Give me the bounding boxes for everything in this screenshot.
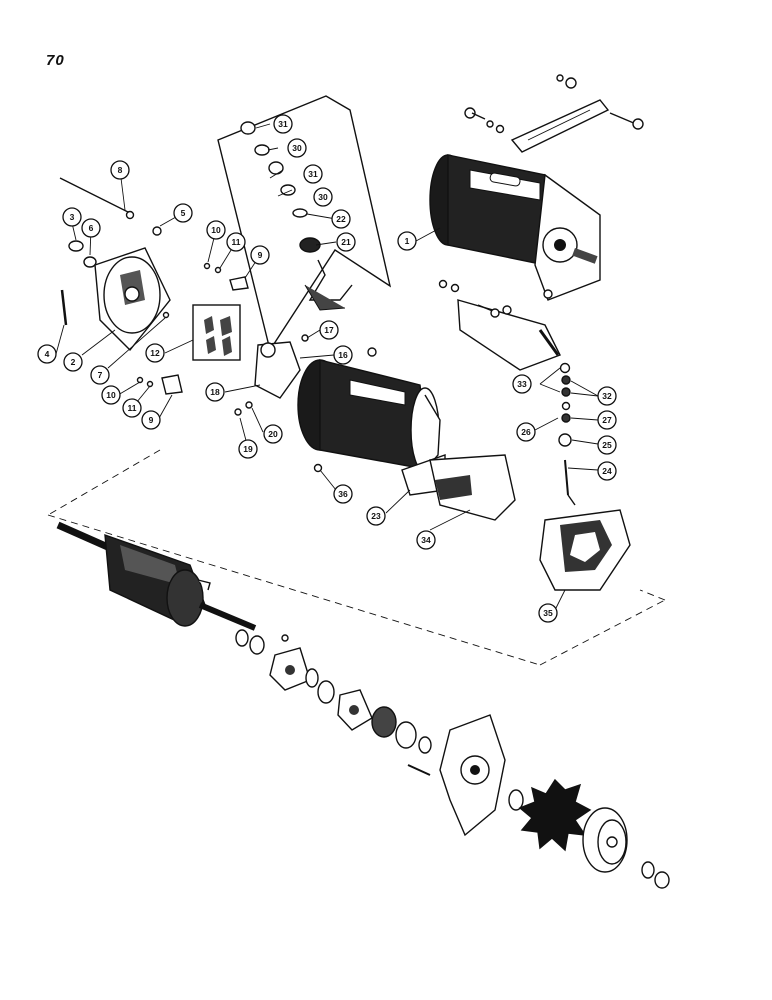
drive-end-frame — [407, 714, 506, 837]
callout-6: 6 — [81, 218, 101, 238]
callout-20: 20 — [263, 424, 283, 444]
callout-7: 7 — [90, 365, 110, 385]
callout-31b: 31 — [303, 164, 323, 184]
svg-text:25: 25 — [602, 440, 612, 450]
callout-23: 23 — [366, 506, 386, 526]
callout-9a: 9 — [250, 245, 270, 265]
svg-text:12: 12 — [150, 348, 160, 358]
terminal-hardware — [558, 362, 572, 496]
assembly-guide-dashed — [47, 449, 666, 666]
svg-text:10: 10 — [106, 390, 116, 400]
callout-18: 18 — [205, 382, 225, 402]
mounting-bracket-top — [464, 74, 644, 153]
field-frame — [297, 359, 441, 473]
svg-text:3: 3 — [70, 212, 75, 222]
callout-21: 21 — [336, 232, 356, 252]
callout-17: 17 — [319, 320, 339, 340]
mounting-bracket-bottom — [438, 279, 561, 371]
callout-2: 2 — [63, 352, 83, 372]
brush-holder-parts — [136, 262, 377, 416]
callout-25: 25 — [597, 435, 617, 455]
field-coil — [539, 494, 631, 591]
callout-32: 32 — [597, 386, 617, 406]
svg-text:2: 2 — [71, 357, 76, 367]
svg-text:33: 33 — [517, 379, 527, 389]
callout-22: 22 — [331, 209, 351, 229]
callout-26: 26 — [516, 422, 536, 442]
pole-shoes — [313, 454, 516, 521]
svg-text:20: 20 — [268, 429, 278, 439]
svg-text:30: 30 — [318, 192, 328, 202]
svg-text:18: 18 — [210, 387, 220, 397]
svg-text:19: 19 — [243, 444, 253, 454]
callout-30a: 30 — [287, 138, 307, 158]
callout-27: 27 — [597, 410, 617, 430]
callout-30b: 30 — [313, 187, 333, 207]
callout-34: 34 — [416, 530, 436, 550]
svg-text:10: 10 — [211, 225, 221, 235]
svg-text:9: 9 — [258, 250, 263, 260]
svg-text:26: 26 — [521, 427, 531, 437]
svg-text:27: 27 — [602, 415, 612, 425]
svg-text:1: 1 — [405, 236, 410, 246]
svg-text:31: 31 — [308, 169, 318, 179]
svg-text:6: 6 — [89, 223, 94, 233]
callout-16: 16 — [333, 345, 353, 365]
svg-text:31: 31 — [278, 119, 288, 129]
armature — [56, 521, 257, 631]
svg-text:11: 11 — [232, 237, 241, 247]
generator-assembly — [429, 154, 601, 301]
page-number: 70 — [46, 52, 65, 69]
svg-text:16: 16 — [338, 350, 348, 360]
callout-10b: 10 — [101, 385, 121, 405]
callout-19: 19 — [238, 439, 258, 459]
callout-3: 3 — [62, 207, 82, 227]
svg-text:32: 32 — [602, 391, 612, 401]
svg-text:24: 24 — [602, 466, 612, 476]
callout-4: 4 — [37, 344, 57, 364]
callout-12: 12 — [145, 343, 165, 363]
svg-text:21: 21 — [341, 237, 351, 247]
fan-and-pulley — [508, 778, 670, 889]
svg-text:36: 36 — [338, 489, 348, 499]
svg-text:7: 7 — [98, 370, 103, 380]
svg-text:34: 34 — [421, 535, 431, 545]
callout-35: 35 — [538, 603, 558, 623]
callout-36: 36 — [333, 484, 353, 504]
callout-33: 33 — [512, 374, 532, 394]
callout-11b: 11 — [122, 398, 142, 418]
svg-text:30: 30 — [292, 143, 302, 153]
callout-5: 5 — [173, 203, 193, 223]
callout-31a: 31 — [273, 114, 293, 134]
callout-10a: 10 — [206, 220, 226, 240]
svg-text:35: 35 — [543, 608, 553, 618]
callout-24: 24 — [597, 461, 617, 481]
callout-8: 8 — [110, 160, 130, 180]
brush-set-box — [192, 304, 241, 361]
svg-text:17: 17 — [324, 325, 334, 335]
callout-9b: 9 — [141, 410, 161, 430]
svg-text:5: 5 — [181, 208, 186, 218]
commutator-end-frame — [59, 177, 171, 352]
svg-text:22: 22 — [336, 214, 346, 224]
callout-1: 1 — [397, 231, 417, 251]
svg-text:23: 23 — [371, 511, 381, 521]
callout-11a: 11 — [226, 232, 246, 252]
svg-text:9: 9 — [149, 415, 154, 425]
svg-text:4: 4 — [45, 349, 50, 359]
svg-text:11: 11 — [128, 403, 137, 413]
drive-end-parts — [235, 629, 432, 754]
svg-text:8: 8 — [118, 165, 123, 175]
brush-hardware-inset — [217, 95, 392, 352]
